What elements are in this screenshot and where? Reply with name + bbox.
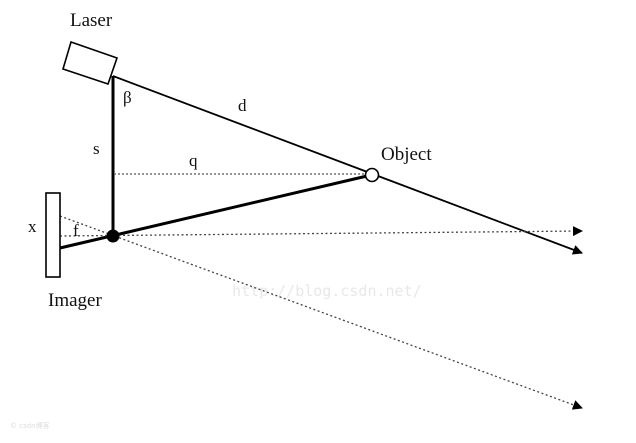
d-label: d: [238, 96, 247, 115]
s-label: s: [93, 139, 100, 158]
x-label: x: [28, 217, 37, 236]
laser-body: [62, 40, 119, 86]
imager-label: Imager: [48, 290, 102, 311]
object-circle: [364, 167, 380, 183]
corner-watermark: © csdn博客: [10, 421, 50, 430]
lens-dot: [106, 229, 120, 243]
q-label: q: [189, 151, 198, 170]
parallel-ray-line: [59, 215, 583, 410]
beta-label: β: [123, 88, 132, 107]
reflected-ray-line: [59, 174, 368, 250]
watermark-text: http://blog.csdn.net/: [232, 282, 422, 300]
laser-label: Laser: [70, 10, 113, 31]
laser-beam-line: [112, 75, 583, 255]
object-label: Object: [381, 144, 432, 165]
imager-body: [45, 192, 61, 278]
optical-axis-line: [59, 226, 583, 237]
f-label: f: [73, 221, 79, 240]
